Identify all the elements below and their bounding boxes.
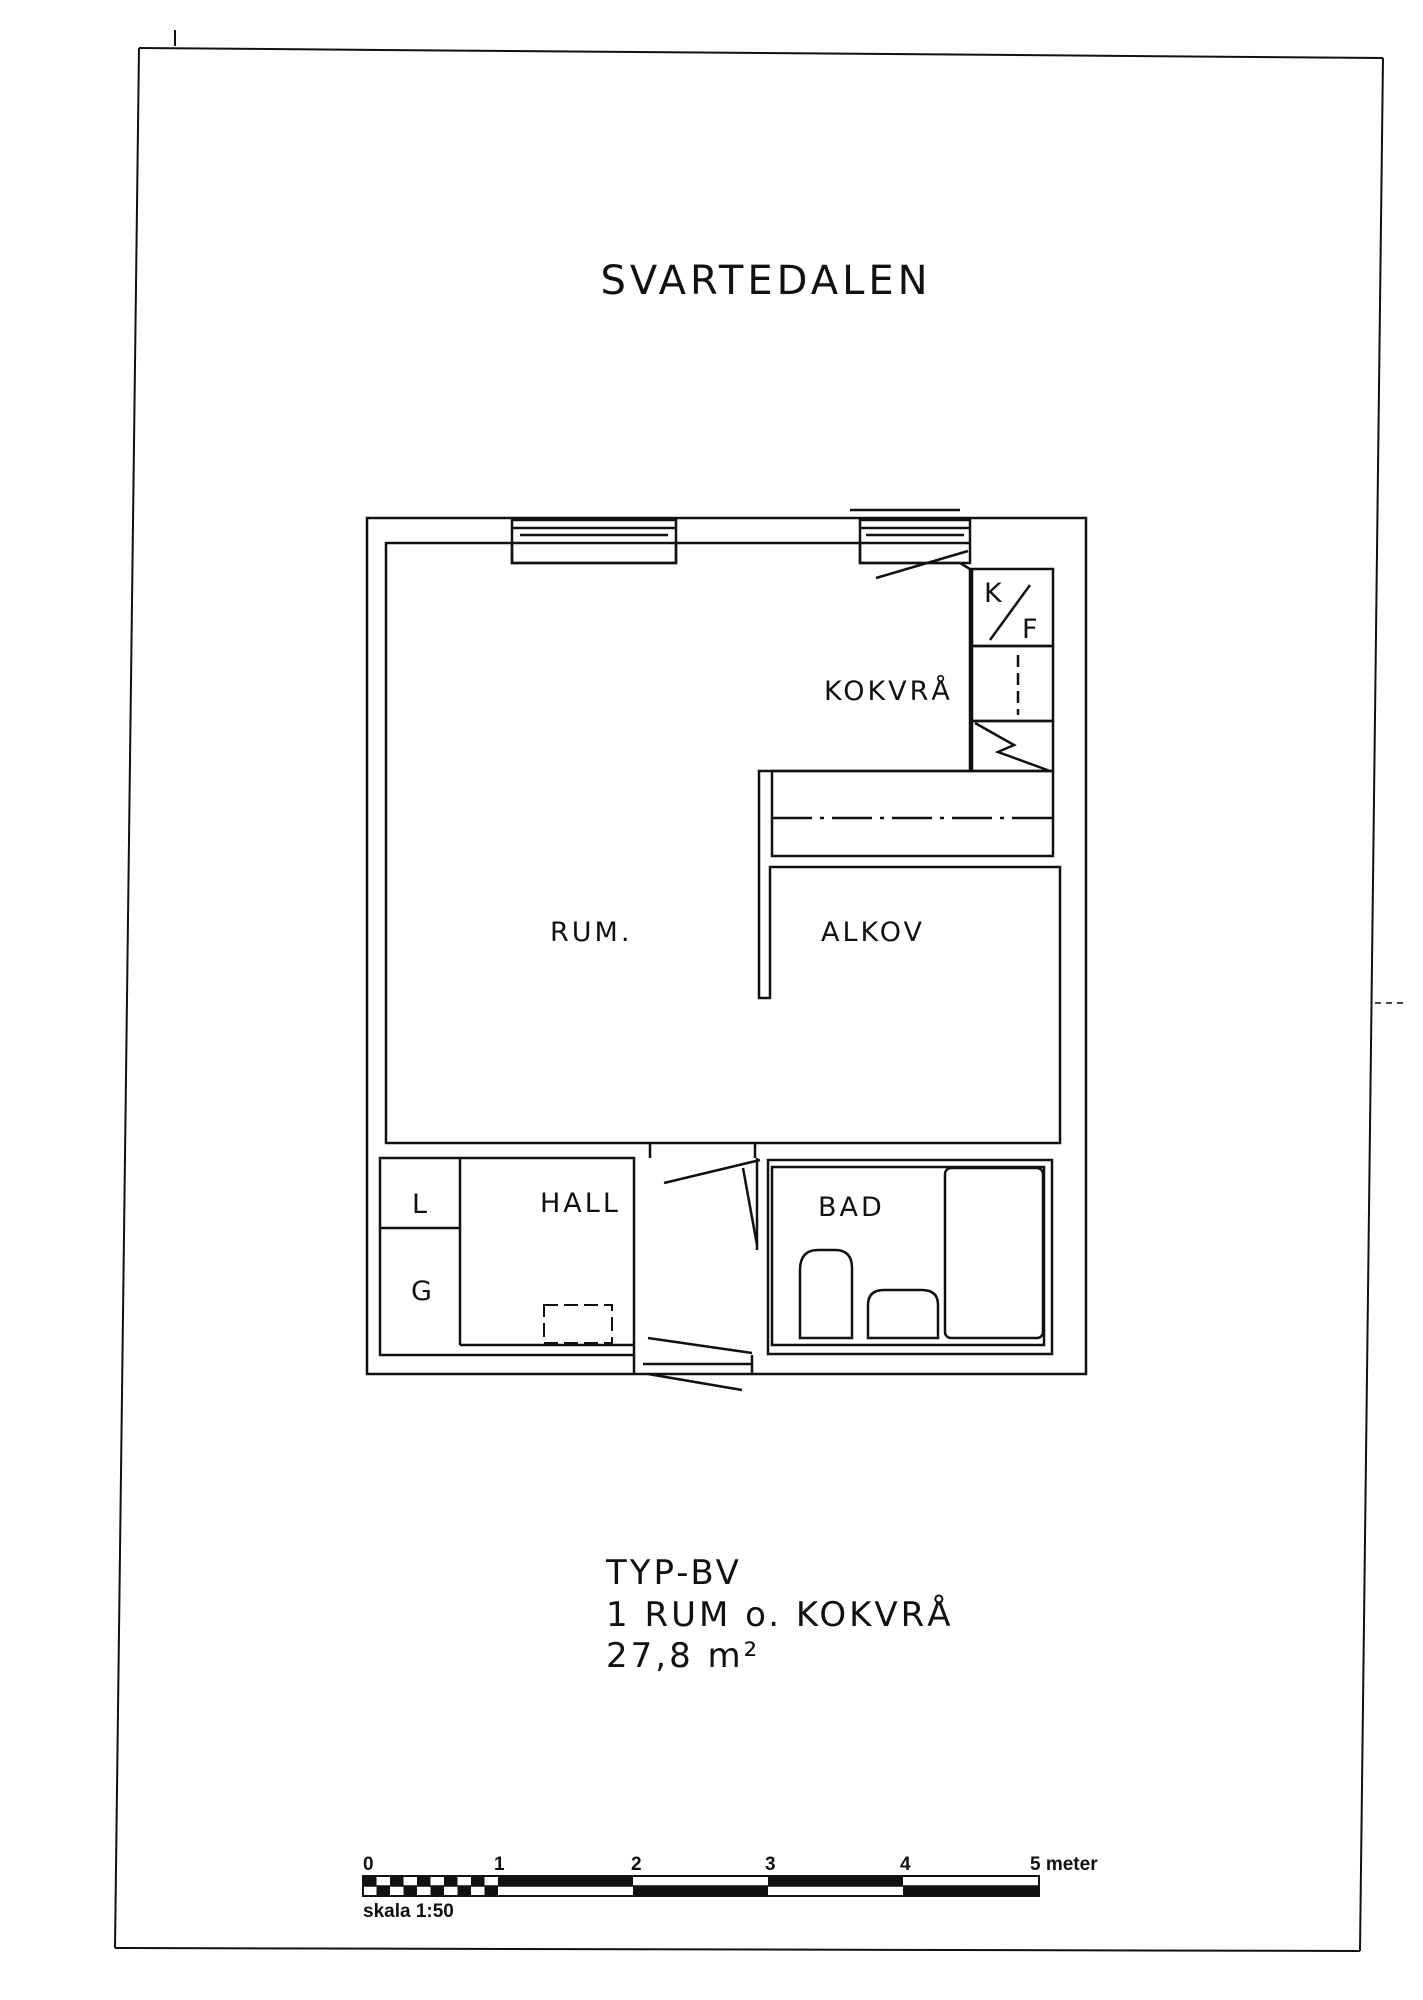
scale-tick-4: 4: [900, 1854, 911, 1875]
scale-bar: 0 1 2 3 4 5 meter skala 1:50: [362, 1854, 1098, 1922]
room-labels: K F KOKVRÅ RUM. ALKOV HALL BAD L G: [411, 578, 1041, 1307]
info-type: TYP-BV: [605, 1553, 742, 1593]
rum-walls: [384, 541, 1062, 1145]
lower-rooms: [378, 1143, 1054, 1392]
label-g: G: [411, 1276, 435, 1307]
kitchen-units: [770, 567, 1055, 858]
label-hall: HALL: [540, 1188, 621, 1219]
scale-tick-1: 1: [494, 1854, 505, 1875]
scale-tick-5: 5 meter: [1030, 1854, 1098, 1875]
window-right: [850, 508, 972, 580]
label-f: F: [1022, 614, 1041, 645]
floor-plan: [365, 508, 1088, 1392]
label-bad: BAD: [818, 1192, 885, 1223]
label-k: K: [984, 578, 1005, 609]
label-kokvra: KOKVRÅ: [824, 675, 953, 707]
label-alkov: ALKOV: [821, 917, 925, 948]
scale-tick-3: 3: [765, 1854, 776, 1875]
window-left: [510, 518, 678, 565]
info-rooms: 1 RUM o. KOKVRÅ: [606, 1594, 954, 1635]
info-area: 27,8 m²: [606, 1636, 760, 1676]
apartment-info: TYP-BV 1 RUM o. KOKVRÅ 27,8 m²: [605, 1553, 954, 1676]
outer-wall: [365, 516, 1088, 1376]
scale-label: skala 1:50: [363, 1901, 454, 1922]
label-l: L: [412, 1189, 430, 1220]
sheet-frame: [114, 30, 1405, 1952]
scale-tick-2: 2: [631, 1854, 642, 1875]
scale-tick-0: 0: [363, 1854, 374, 1875]
label-rum: RUM.: [550, 917, 632, 948]
page-title: SVARTEDALEN: [600, 258, 931, 304]
